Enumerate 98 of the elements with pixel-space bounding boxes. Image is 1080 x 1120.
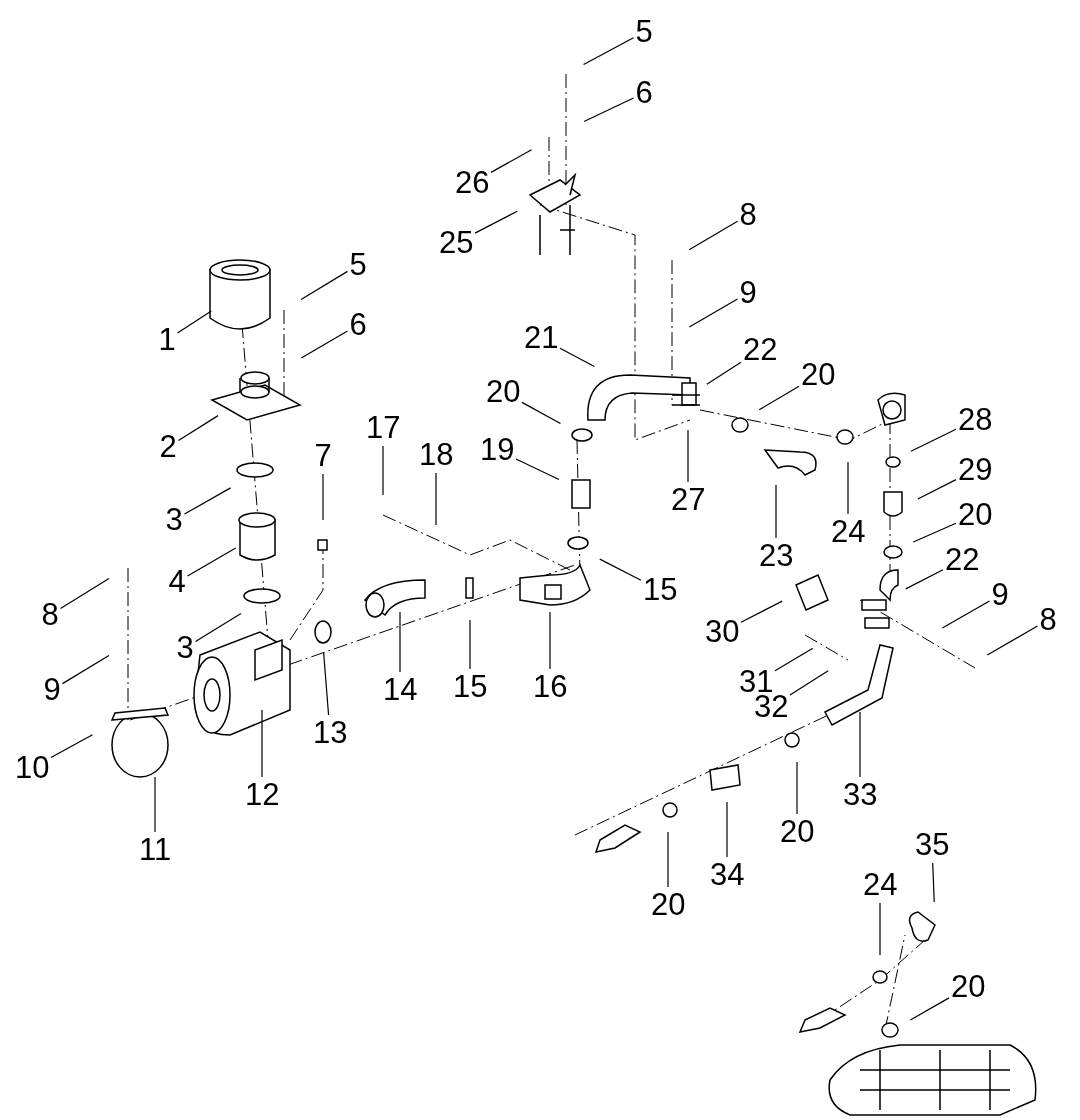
leader-line — [154, 776, 156, 833]
leader-line — [469, 619, 471, 670]
callout-number: 17 — [366, 411, 401, 445]
leader-line — [176, 310, 212, 334]
callout-number: 10 — [15, 751, 50, 785]
callout-number: 3 — [176, 631, 194, 665]
leader-line — [322, 651, 330, 716]
leader-line — [435, 472, 437, 526]
leader-line — [910, 428, 957, 452]
leader-line — [322, 473, 324, 521]
leader-line — [474, 210, 518, 234]
leader-line — [859, 711, 861, 778]
callout-number: 28 — [958, 403, 993, 437]
callout-number: 16 — [533, 670, 568, 704]
callout-number: 9 — [739, 276, 757, 310]
callout-number: 3 — [165, 503, 183, 537]
callout-number: 19 — [480, 433, 515, 467]
callout-number: 30 — [705, 615, 740, 649]
leader-line — [61, 654, 110, 685]
callout-number: 9 — [991, 578, 1009, 612]
leader-line — [909, 997, 950, 1021]
leader-line — [740, 600, 783, 623]
callout-number: 35 — [915, 828, 950, 862]
callout-number: 6 — [635, 76, 653, 110]
callout-number: 25 — [439, 226, 474, 260]
leader-line — [687, 429, 689, 483]
leader-line — [912, 522, 957, 543]
leader-line — [549, 611, 551, 670]
leader-line — [667, 831, 669, 888]
callout-number: 33 — [843, 778, 878, 812]
callout-number: 24 — [831, 515, 866, 549]
callout-number: 13 — [313, 716, 348, 750]
leader-line — [583, 37, 635, 66]
leader-line — [399, 611, 401, 673]
callout-number: 12 — [245, 778, 280, 812]
callout-number: 5 — [349, 248, 367, 282]
leader-line — [688, 220, 739, 251]
callout-number: 8 — [41, 598, 59, 632]
leader-line — [758, 385, 800, 411]
leader-line — [177, 415, 219, 442]
callout-number: 24 — [863, 868, 898, 902]
callout-number: 22 — [743, 333, 778, 367]
callout-number: 20 — [780, 815, 815, 849]
callout-number: 1 — [158, 323, 176, 357]
leader-line — [583, 97, 635, 123]
leader-line — [917, 479, 957, 500]
leader-line — [688, 298, 739, 328]
callout-number: 14 — [383, 673, 418, 707]
leader-line — [775, 484, 777, 539]
leader-line — [300, 270, 349, 301]
leader-line — [521, 401, 562, 424]
callout-number: 11 — [139, 833, 172, 867]
leader-line — [796, 761, 798, 815]
leader-line — [59, 577, 110, 610]
callout-number: 26 — [455, 166, 490, 200]
leader-line — [261, 709, 263, 778]
callout-number: 20 — [958, 498, 993, 532]
leader-line — [706, 361, 742, 385]
callout-number: 23 — [759, 539, 794, 573]
leader-line — [50, 734, 94, 759]
callout-number: 20 — [651, 888, 686, 922]
leader-line — [879, 902, 881, 956]
leader-line — [194, 612, 242, 643]
callout-number: 4 — [168, 565, 186, 599]
leader-line — [774, 647, 814, 672]
callout-number: 8 — [1039, 603, 1057, 637]
leader-line — [490, 149, 533, 173]
leader-line — [905, 569, 944, 590]
callout-number: 27 — [671, 483, 706, 517]
callout-number: 15 — [643, 573, 678, 607]
callout-number: 6 — [349, 308, 367, 342]
leader-line — [300, 330, 349, 359]
callout-number: 20 — [801, 358, 836, 392]
leader-line — [183, 487, 232, 515]
leader-line — [599, 558, 642, 581]
callout-number: 9 — [43, 673, 61, 707]
callout-number: 8 — [739, 198, 757, 232]
leader-line — [941, 600, 991, 629]
leader-line — [559, 347, 595, 368]
leader-line — [186, 547, 237, 577]
callout-number: 15 — [453, 670, 488, 704]
leader-line — [986, 625, 1039, 656]
callout-number: 20 — [486, 375, 521, 409]
callout-number: 22 — [945, 543, 980, 577]
callout-number: 7 — [314, 439, 332, 473]
callout-number: 20 — [951, 970, 986, 1004]
leader-line — [847, 461, 849, 515]
leader-line — [789, 670, 829, 696]
callout-number: 21 — [524, 321, 559, 355]
callout-number: 34 — [710, 858, 745, 892]
callout-number: 2 — [159, 430, 177, 464]
callout-number: 5 — [635, 15, 653, 49]
leader-line — [726, 801, 728, 858]
leader-line — [932, 862, 935, 903]
callout-number: 18 — [419, 438, 454, 472]
leader-line — [382, 445, 384, 496]
leader-line — [515, 458, 560, 481]
callout-number: 29 — [958, 453, 993, 487]
